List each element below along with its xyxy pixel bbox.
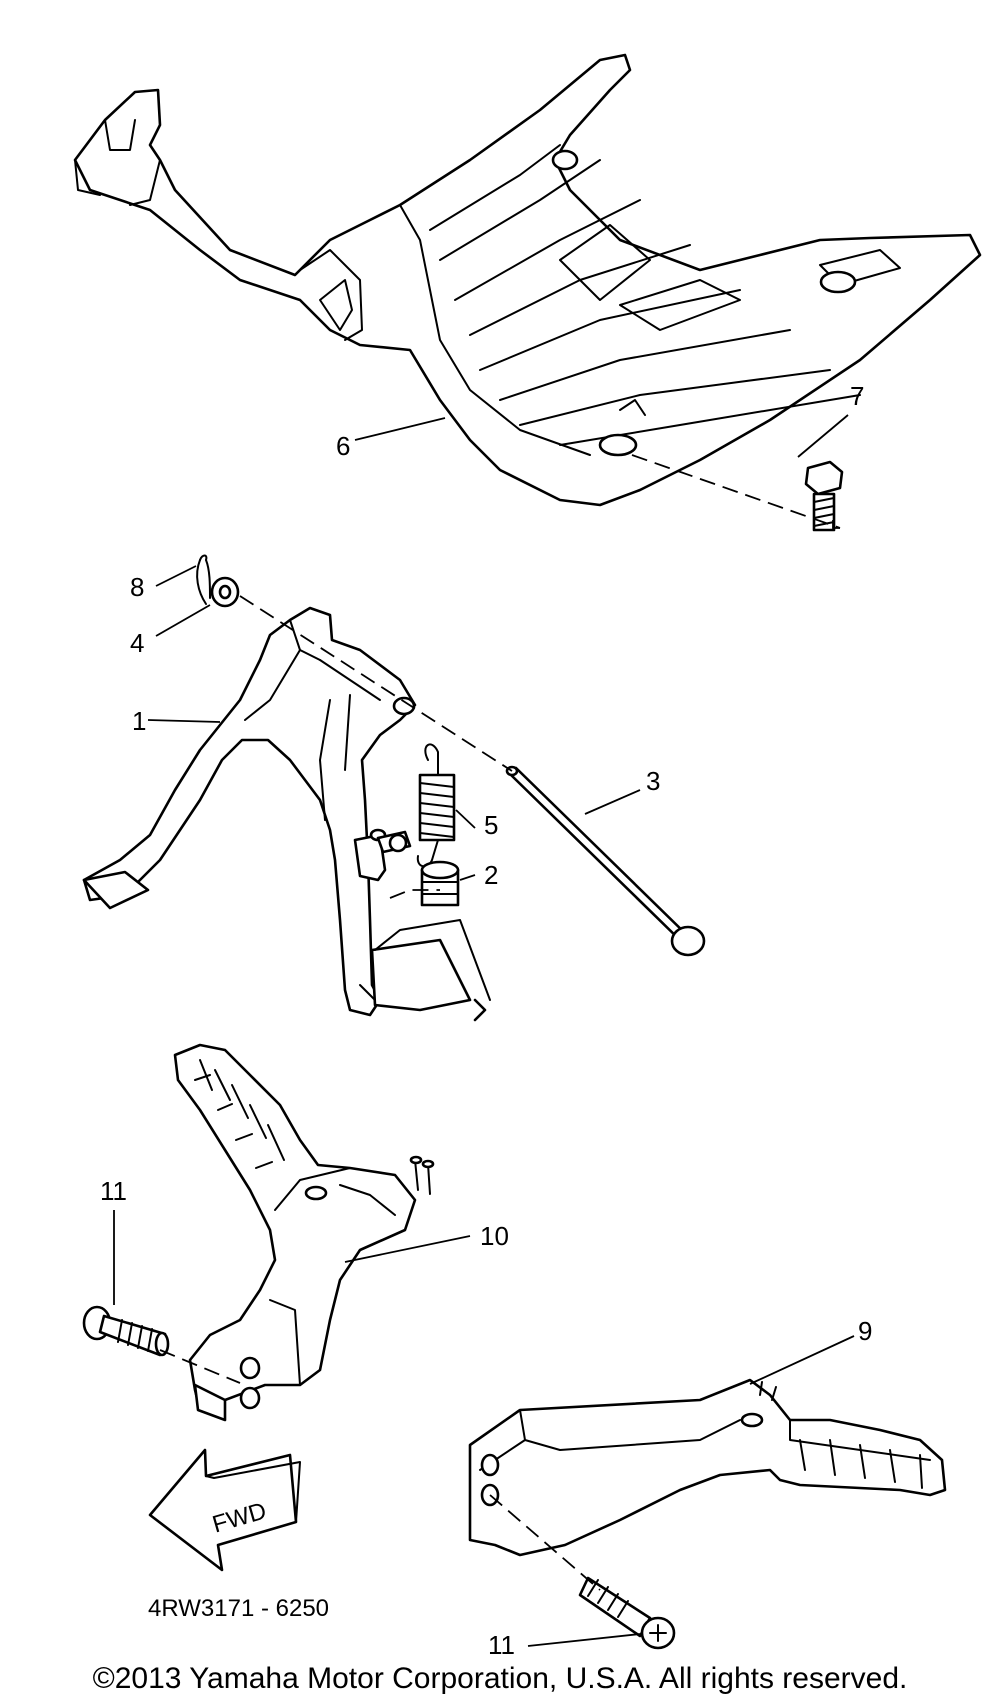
callout-5: 5	[484, 810, 498, 840]
callout-11-left: 11	[100, 1176, 127, 1206]
fwd-arrow-icon: FWD	[148, 1448, 301, 1572]
callout-6: 6	[336, 431, 350, 461]
left-screw-part	[82, 1305, 170, 1357]
leader-lines	[113, 414, 855, 1647]
callout-11-right: 11	[488, 1630, 515, 1660]
damper-part	[420, 860, 460, 907]
cotter-pin-part	[196, 554, 211, 605]
callout-9: 9	[858, 1316, 872, 1346]
callout-8: 8	[130, 572, 144, 602]
callouts: 1 2 3 4 5 6 7 8 9 10 11 11	[100, 381, 872, 1660]
right-footrest-part	[468, 1378, 947, 1557]
main-stand-part	[82, 606, 491, 1022]
diagram-code-text: 4RW3171 - 6250	[148, 1595, 330, 1622]
callout-7: 7	[850, 381, 864, 411]
spring-part	[376, 743, 456, 868]
floor-cover-part	[73, 53, 982, 507]
callout-1: 1	[132, 706, 146, 736]
left-footrest-part	[173, 1043, 435, 1422]
assembly-lines	[159, 454, 841, 1591]
callout-3: 3	[646, 766, 660, 796]
right-screw-part	[578, 1576, 676, 1650]
shaft-part	[505, 765, 706, 957]
bolt-part	[804, 460, 844, 532]
copyright-text: ©2013 Yamaha Motor Corporation, U.S.A. A…	[92, 1662, 908, 1695]
callout-2: 2	[484, 860, 498, 890]
callout-10: 10	[480, 1221, 509, 1251]
callout-4: 4	[130, 628, 144, 658]
washer-part	[210, 576, 240, 608]
